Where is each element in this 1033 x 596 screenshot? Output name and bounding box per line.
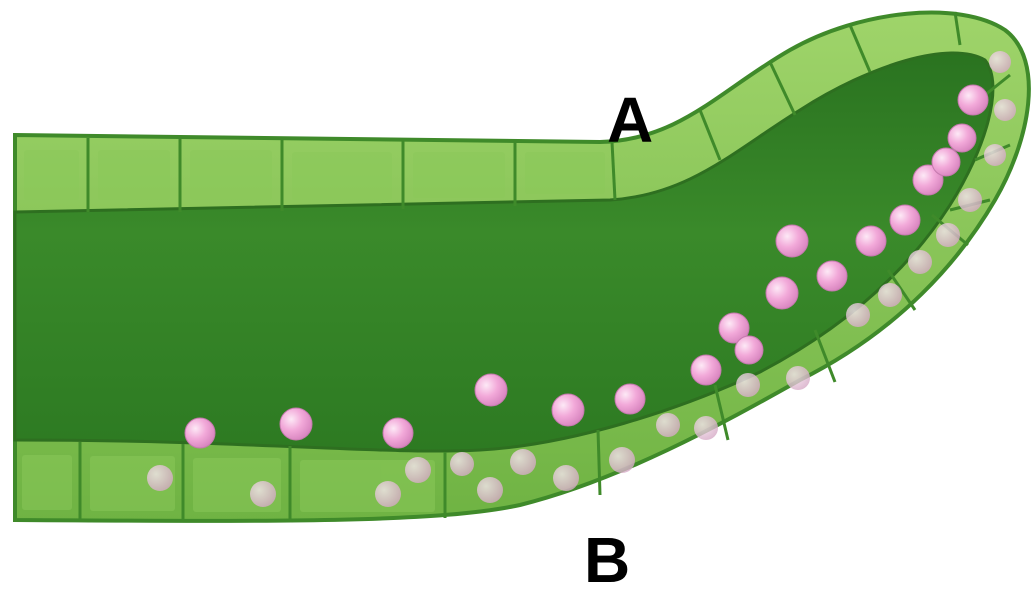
particle [890,205,920,235]
particle [185,418,215,448]
particle [932,148,960,176]
particle [656,413,680,437]
particle [375,481,401,507]
particle [694,416,718,440]
particle [615,384,645,414]
particle [936,223,960,247]
particle [405,457,431,483]
particle [280,408,312,440]
particle [147,465,173,491]
particle [908,250,932,274]
particle [958,85,988,115]
particle [250,481,276,507]
particle [475,374,507,406]
particle [989,51,1011,73]
particle [856,226,886,256]
label-b: B [584,528,630,592]
particle [691,355,721,385]
particle [948,124,976,152]
particle [878,283,902,307]
particle [477,477,503,503]
particle [786,366,810,390]
particle [383,418,413,448]
particle [766,277,798,309]
particle [994,99,1016,121]
particle [846,303,870,327]
label-a: A [607,88,653,152]
particle [552,394,584,426]
particle [609,447,635,473]
particle [817,261,847,291]
particle [984,144,1006,166]
particle [450,452,474,476]
particle [735,336,763,364]
particle [510,449,536,475]
particle [958,188,982,212]
particle [736,373,760,397]
particle [776,225,808,257]
particle [553,465,579,491]
